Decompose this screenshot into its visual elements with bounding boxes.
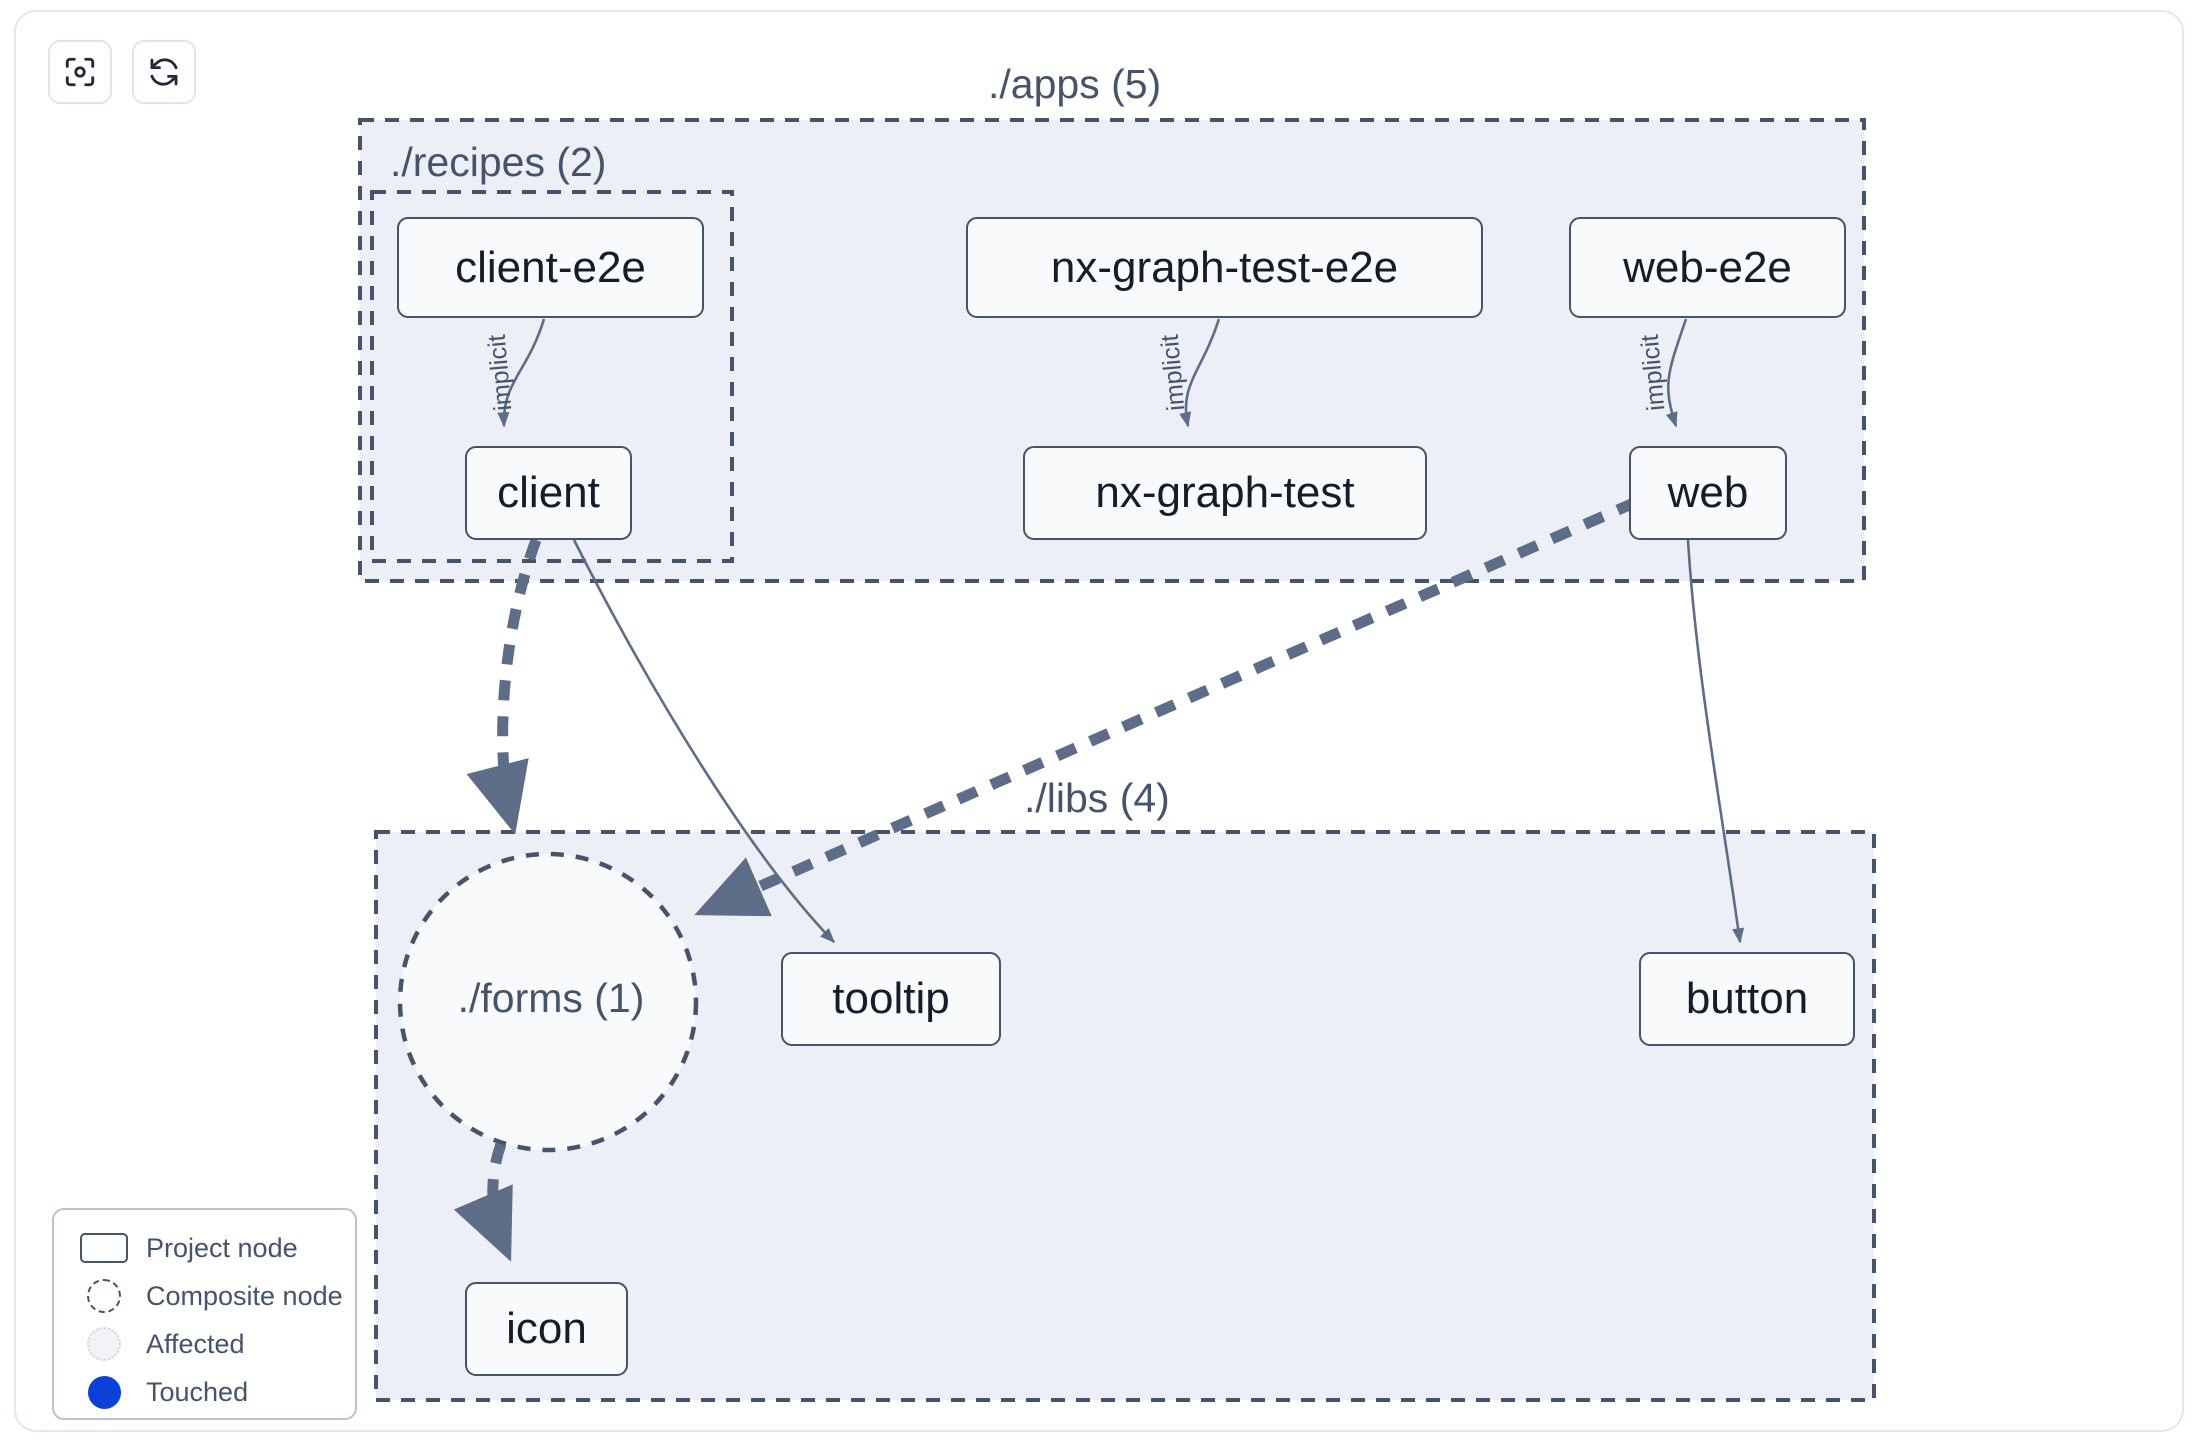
node-nx-graph-test-e2e[interactable]: nx-graph-test-e2e	[966, 217, 1483, 318]
legend-item-project-node: Project node	[54, 1224, 355, 1272]
graph-legend: Project node Composite node Affected Tou…	[52, 1208, 357, 1420]
focus-graph-button[interactable]	[48, 40, 112, 104]
node-icon[interactable]: icon	[465, 1282, 628, 1376]
affected-swatch	[78, 1327, 130, 1361]
edge-web-e2e-to-web	[1665, 318, 1688, 428]
node-nx-graph-test[interactable]: nx-graph-test	[1023, 446, 1427, 540]
graph-toolbar	[48, 40, 196, 104]
legend-label-affected: Affected	[146, 1328, 245, 1359]
legend-item-composite-node: Composite node	[54, 1272, 355, 1320]
edge-web-to-forms	[694, 496, 1639, 917]
edge-client-to-tooltip	[572, 539, 836, 944]
node-client[interactable]: client	[465, 446, 632, 540]
edge-nx-graph-test-e2e-to-nx-graph-test	[1179, 318, 1221, 428]
node-tooltip[interactable]: tooltip	[781, 952, 1001, 1046]
touched-swatch	[78, 1375, 130, 1409]
edge-label-implicit-web: implicit	[1636, 333, 1671, 412]
container-label-apps: ./apps (5)	[988, 61, 1162, 107]
legend-label-touched: Touched	[146, 1376, 249, 1407]
refresh-graph-button[interactable]	[132, 40, 196, 104]
graph-panel: implicit implicit implicit ./apps (5) ./…	[14, 10, 2184, 1432]
edge-label-implicit-client: implicit	[483, 333, 518, 412]
node-web-e2e[interactable]: web-e2e	[1569, 217, 1846, 318]
refresh-sync-icon	[147, 55, 181, 89]
container-label-recipes: ./recipes (2)	[390, 139, 607, 185]
edge-client-e2e-to-client	[497, 318, 546, 428]
node-web[interactable]: web	[1629, 446, 1787, 540]
composite-node-label-forms: ./forms (1)	[457, 975, 645, 1021]
edge-label-implicit-nx-graph-test: implicit	[1156, 333, 1191, 412]
node-client-e2e[interactable]: client-e2e	[397, 217, 704, 318]
composite-node-swatch	[78, 1279, 130, 1313]
edge-web-to-button	[1686, 539, 1745, 944]
project-node-swatch	[78, 1233, 130, 1263]
legend-label-composite-node: Composite node	[146, 1280, 343, 1311]
edge-client-to-forms	[466, 538, 542, 835]
legend-item-affected: Affected	[54, 1320, 355, 1368]
legend-item-touched: Touched	[54, 1368, 355, 1416]
focus-target-icon	[63, 55, 97, 89]
node-button[interactable]: button	[1639, 952, 1855, 1046]
legend-label-project-node: Project node	[146, 1232, 298, 1263]
edge-forms-to-icon	[453, 1142, 513, 1262]
container-label-libs: ./libs (4)	[1024, 775, 1170, 821]
